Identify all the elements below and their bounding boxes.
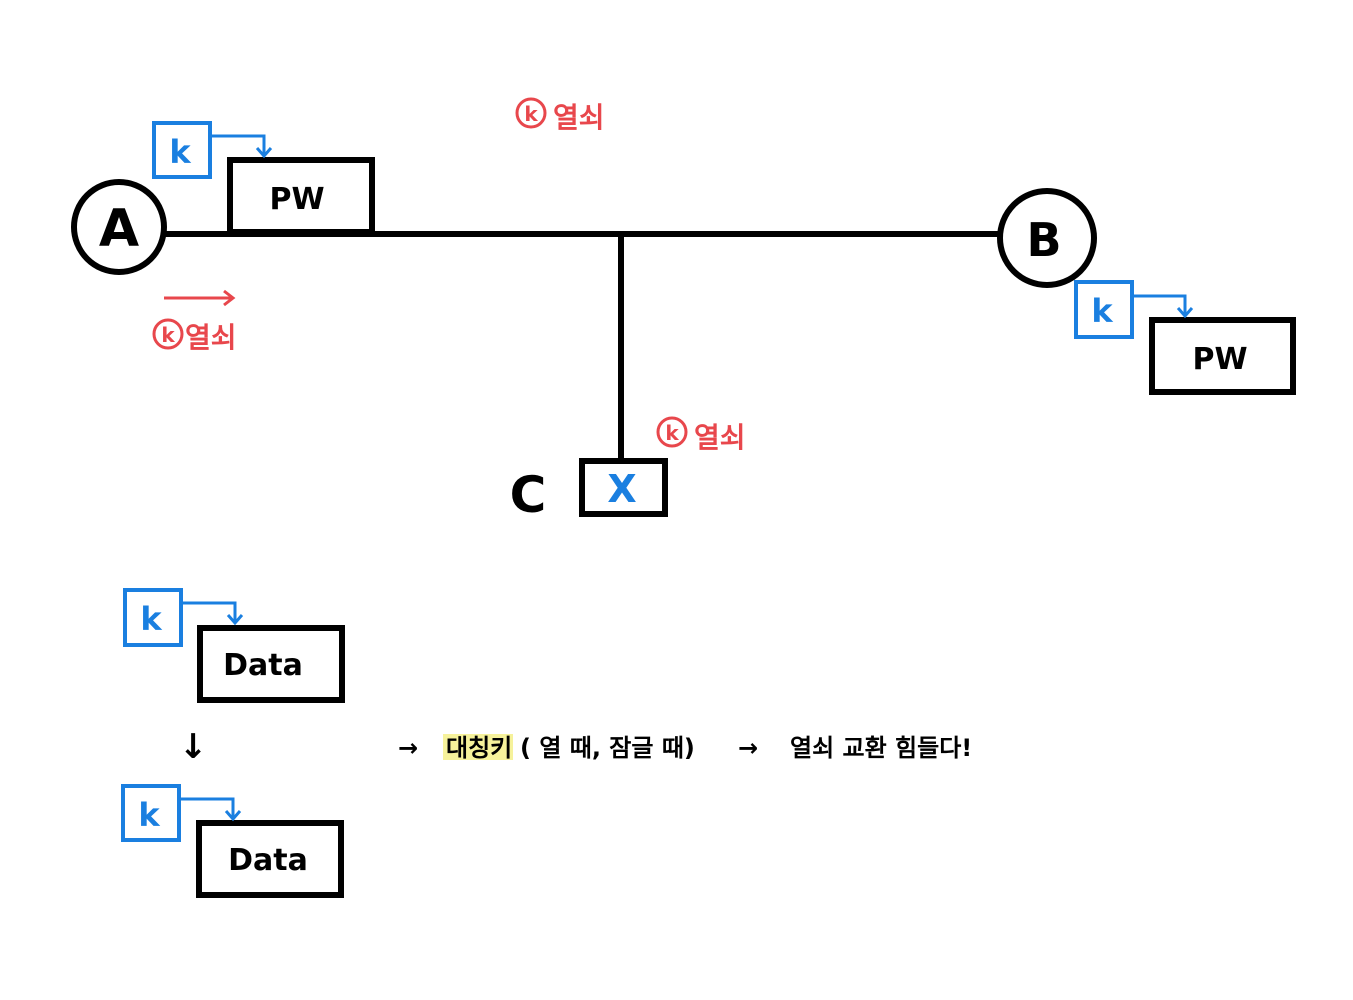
note-conclusion: 열쇠 교환 힘들다! — [790, 734, 972, 762]
node-a-label: A — [99, 199, 139, 259]
symmetric-key-note: → 대칭키 ( 열 때, 잠글 때) → 열쇠 교환 힘들다! — [398, 734, 972, 762]
blocked-box-c: X — [579, 458, 668, 517]
key-circle-icon — [515, 97, 547, 129]
key-arrow-b — [1134, 294, 1187, 314]
key-annotation-left: k 열쇠 — [152, 289, 237, 354]
key-box-b-label: k — [1091, 292, 1113, 330]
password-box-a: PW — [227, 157, 375, 235]
password-box-b: PW — [1149, 317, 1296, 395]
key-box-data-top: k — [123, 588, 244, 647]
note-arrow-1: → — [398, 734, 418, 762]
data-box-top-label: Data — [223, 648, 303, 683]
data-box-top: Data — [197, 625, 345, 703]
key-circle-letter: k — [524, 102, 538, 126]
node-c-label: C — [510, 466, 547, 524]
data-box-bottom: Data — [196, 820, 344, 898]
password-box-a-label: PW — [269, 182, 324, 217]
key-annotation-left-text: 열쇠 — [185, 321, 237, 354]
node-b-label: B — [1026, 213, 1061, 267]
key-arrow-a — [212, 134, 266, 154]
key-box-a-label: k — [169, 133, 191, 171]
node-a: A — [71, 179, 167, 275]
note-detail: ( 열 때, 잠글 때) — [520, 734, 695, 762]
key-box-a: k — [152, 121, 273, 179]
key-annotation-c: k 열쇠 — [656, 416, 746, 454]
blocked-mark: X — [607, 467, 636, 511]
key-annotation-top: k 열쇠 — [515, 97, 605, 134]
key-box-data-bottom-label: k — [138, 796, 160, 834]
key-circle-icon — [656, 416, 688, 448]
note-arrow-2: → — [738, 734, 758, 762]
key-circle-icon — [152, 318, 184, 350]
key-annotation-top-text: 열쇠 — [553, 101, 605, 134]
note-term: 대칭키 — [446, 734, 512, 762]
password-box-b-label: PW — [1192, 342, 1247, 377]
data-box-bottom-label: Data — [228, 843, 308, 878]
key-box-data-top-label: k — [140, 600, 162, 638]
key-circle-letter: k — [161, 323, 175, 347]
node-b: B — [997, 188, 1097, 288]
term-highlight — [443, 734, 513, 760]
key-circle-letter: k — [665, 421, 679, 445]
key-box-b: k — [1074, 280, 1194, 339]
key-annotation-c-text: 열쇠 — [694, 421, 746, 454]
down-arrow: ↓ — [179, 727, 208, 767]
key-box-data-bottom: k — [121, 784, 242, 842]
